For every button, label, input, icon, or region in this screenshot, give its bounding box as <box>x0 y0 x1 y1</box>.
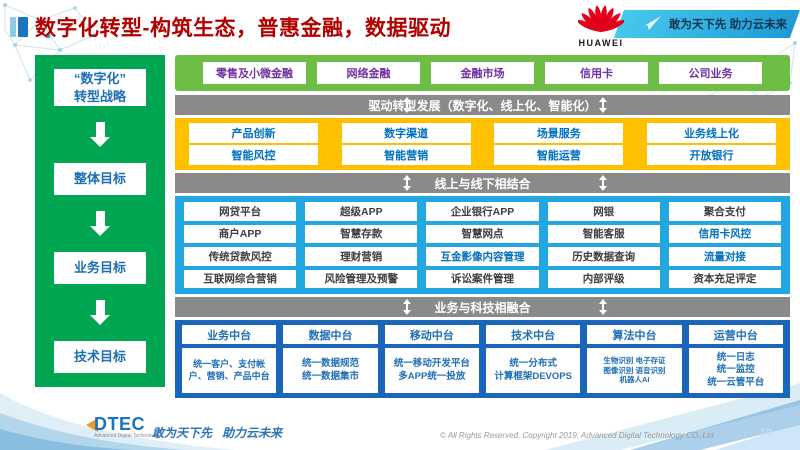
platform-name: 运营中台 <box>688 325 783 344</box>
down-arrow-stem <box>95 122 105 138</box>
page-title: 数字化转型-构筑生态，普惠金融，数据驱动 <box>35 17 451 40</box>
channel-box: 信用卡风控 <box>668 224 781 243</box>
capabilities-band: 产品创新 数字渠道 场景服务 业务线上化智能风控 智能营销 智能运营 开放银行 <box>175 118 790 170</box>
adtec-logo: DTEC Advanced Digital Technology <box>86 414 158 439</box>
business-lines-band: 零售及小微金融网络金融金融市场信用卡公司业务 <box>175 55 790 91</box>
huawei-flower-icon <box>576 5 626 33</box>
platform-column: 运营中台统一日志 统一监控 统一云管平台 <box>688 325 783 393</box>
paper-plane-icon <box>638 16 661 30</box>
platform-name: 数据中台 <box>283 325 378 344</box>
platform-column: 移动中台统一移动开发平台 多APP统一投放 <box>384 325 479 393</box>
connector-bar-drive: 驱动转型发展（数字化、线上化、智能化） <box>175 95 790 115</box>
double-arrow-icon <box>402 299 411 315</box>
double-arrow-icon <box>402 175 411 191</box>
channel-box: 智能客服 <box>547 224 660 243</box>
platform-detail: 统一数据规范 统一数据集市 <box>283 348 378 393</box>
down-arrow-stem <box>95 211 105 227</box>
connector-bar-tech-fusion: 业务与科技相融合 <box>175 297 790 317</box>
capability-box: 数字渠道 <box>341 122 471 143</box>
platform-detail: 统一日志 统一监控 统一云管平台 <box>688 348 783 393</box>
channel-box: 互联网综合营销 <box>184 269 297 288</box>
channel-box: 网贷平台 <box>184 202 297 221</box>
down-arrow-icon <box>90 300 110 326</box>
double-arrow-icon <box>599 299 608 315</box>
strategy-panel: “数字化” 转型战略整体目标业务目标技术目标 <box>35 55 165 387</box>
platform-column: 业务中台统一客户、支付帐户、营销、产品中台 <box>182 325 277 393</box>
capability-row: 智能风控 智能营销 智能运营 开放银行 <box>189 145 776 166</box>
channel-box: 聚合支付 <box>668 202 781 221</box>
business-line-box: 零售及小微金融 <box>203 62 306 84</box>
connector-bar-label: 驱动转型发展（数字化、线上化、智能化） <box>368 98 597 113</box>
adtec-wordmark: DTEC <box>94 414 145 434</box>
down-arrow-stem <box>95 300 105 316</box>
double-arrow-icon <box>599 175 608 191</box>
footer-slogan: 敢为天下先 助力云未来 <box>152 426 283 440</box>
down-arrow-head <box>90 137 110 148</box>
capability-box: 开放银行 <box>646 145 776 166</box>
capability-box: 智能风控 <box>189 145 318 166</box>
huawei-logo: HUAWEI <box>572 4 630 48</box>
capability-box: 智能营销 <box>341 145 471 166</box>
business-line-box: 网络金融 <box>317 62 420 84</box>
channel-box: 互金影像内容管理 <box>426 247 539 266</box>
connector-bar-online-offline: 线上与线下相结合 <box>175 173 790 193</box>
connector-bar-label: 业务与科技相融合 <box>434 300 531 315</box>
strategy-box: 业务目标 <box>54 252 146 285</box>
down-arrow-icon <box>90 211 110 237</box>
business-line-box: 公司业务 <box>659 62 762 84</box>
business-line-box: 信用卡 <box>545 62 648 84</box>
down-arrow-head <box>90 315 110 326</box>
slogan-banner: 敢为天下先 助力云未来 <box>613 10 800 38</box>
channel-box: 内部评级 <box>547 269 660 288</box>
double-arrow-icon <box>402 97 411 113</box>
capability-box: 场景服务 <box>494 122 624 143</box>
platform-detail: 生物识别 电子存证 图像识别 语音识别 机器人AI <box>587 348 682 393</box>
huawei-wordmark: HUAWEI <box>578 38 624 48</box>
adtec-tagline: Advanced Digital Technology <box>94 433 159 439</box>
platform-name: 业务中台 <box>182 325 277 344</box>
channel-box: 资本充足评定 <box>668 269 781 288</box>
channel-box: 历史数据查询 <box>547 247 660 266</box>
platform-detail: 统一移动开发平台 多APP统一投放 <box>384 348 479 393</box>
channels-band: 网贷平台超级APP 企业银行APP 网银聚合支付商户APP 智慧存款智慧网点智能客服信… <box>175 196 790 294</box>
title-row: 数字化转型-构筑生态，普惠金融，数据驱动 <box>10 12 451 42</box>
copyright-text: © All Rights Reserved. Copyright 2019. A… <box>440 431 714 440</box>
platform-column: 技术中台统一分布式 计算框架DEVOPS <box>485 325 581 393</box>
platform-column: 数据中台统一数据规范 统一数据集市 <box>283 325 378 393</box>
double-arrow-icon <box>599 97 608 113</box>
channel-box: 企业银行APP <box>426 202 539 221</box>
platform-name: 算法中台 <box>587 325 682 344</box>
channel-box: 超级APP <box>305 202 418 221</box>
adtec-arrow-icon <box>86 417 98 432</box>
channel-box: 智慧存款 <box>305 224 418 243</box>
banner-slogan: 敢为天下先 助力云未来 <box>668 19 788 31</box>
channel-box: 传统贷款风控 <box>184 247 297 266</box>
down-arrow-head <box>90 226 110 237</box>
platform-detail: 统一分布式 计算框架DEVOPS <box>485 348 581 393</box>
connector-bar-label: 线上与线下相结合 <box>434 176 531 191</box>
channel-box: 流量对接 <box>668 247 781 266</box>
channel-box: 商户APP <box>184 224 297 243</box>
platform-name: 技术中台 <box>485 325 581 344</box>
business-line-box: 金融市场 <box>431 62 534 84</box>
platforms-band: 业务中台统一客户、支付帐户、营销、产品中台数据中台统一数据规范 统一数据集市移动… <box>175 320 790 398</box>
capability-row: 产品创新 数字渠道 场景服务 业务线上化 <box>189 122 776 143</box>
capability-box: 智能运营 <box>494 145 624 166</box>
channel-box: 诉讼案件管理 <box>426 269 539 288</box>
page-number: 10 <box>759 427 772 439</box>
platform-column: 算法中台生物识别 电子存证 图像识别 语音识别 机器人AI <box>587 325 682 393</box>
strategy-box: “数字化” 转型战略 <box>54 69 146 107</box>
channel-box: 理财营销 <box>305 247 418 266</box>
channel-box: 风险管理及预警 <box>305 269 418 288</box>
strategy-box: 整体目标 <box>54 163 146 196</box>
down-arrow-icon <box>90 122 110 148</box>
platform-detail: 统一客户、支付帐户、营销、产品中台 <box>182 348 277 393</box>
platform-name: 移动中台 <box>384 325 479 344</box>
channel-box: 网银 <box>547 202 660 221</box>
capability-box: 产品创新 <box>189 122 318 143</box>
channel-box: 智慧网点 <box>426 224 539 243</box>
title-marker-icon <box>10 17 28 37</box>
strategy-box: 技术目标 <box>54 341 146 373</box>
capability-box: 业务线上化 <box>646 122 776 143</box>
